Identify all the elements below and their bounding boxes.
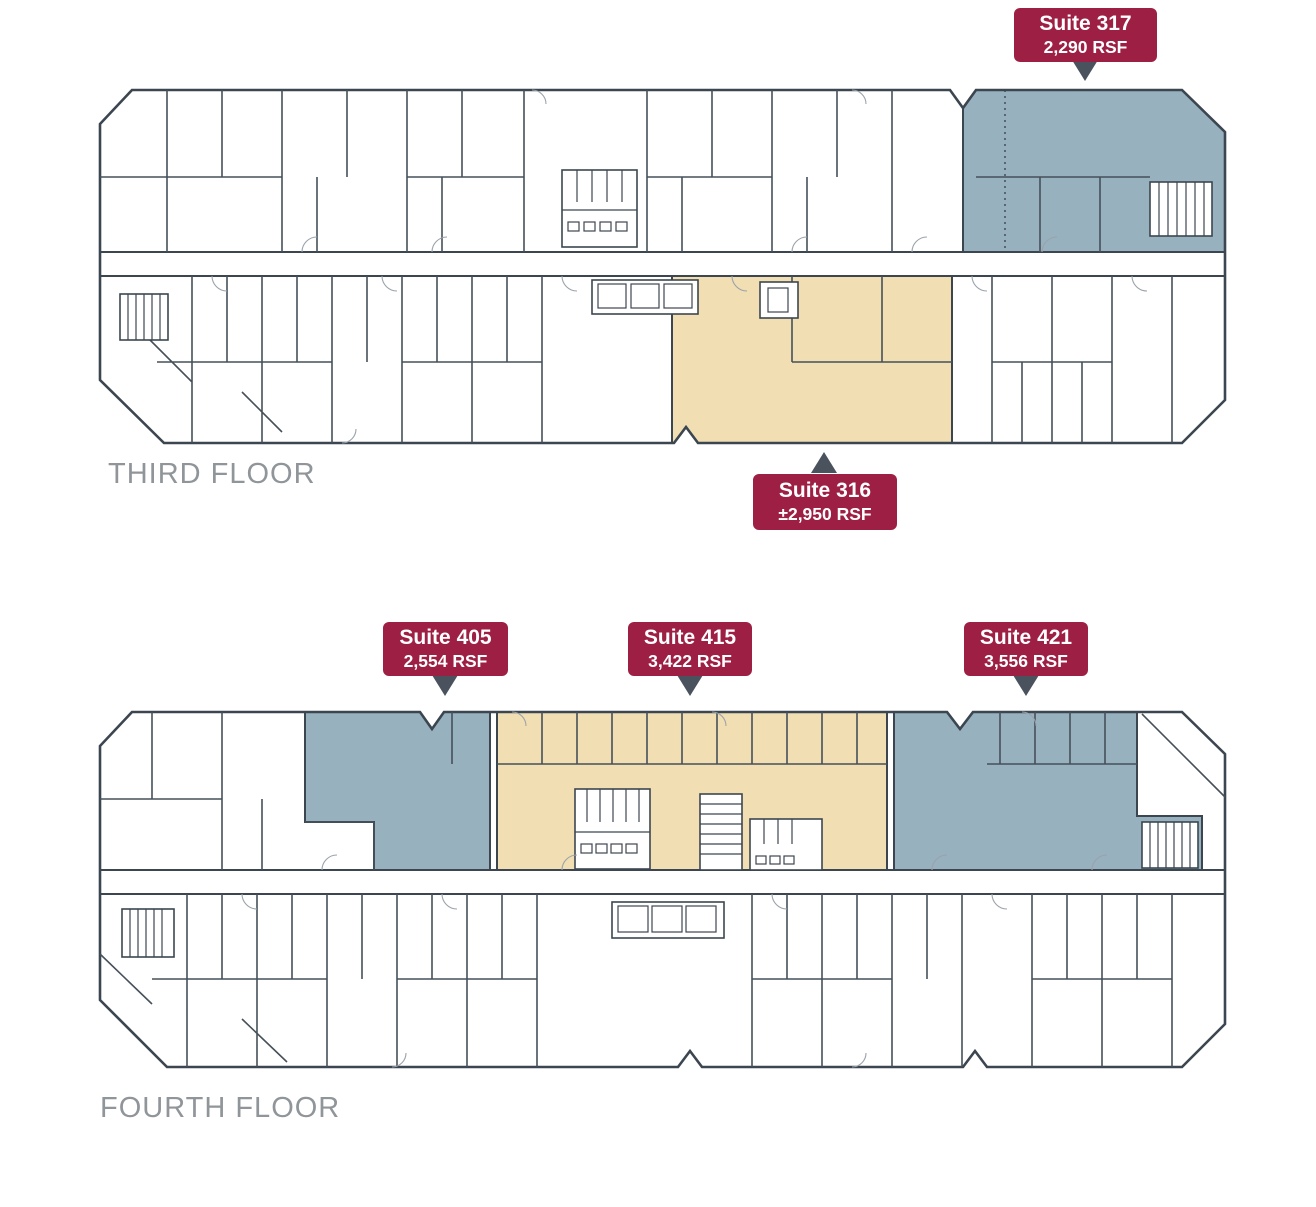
stair-mid	[699, 793, 743, 871]
suite-316-pointer-icon	[811, 452, 837, 473]
elevator-bank	[591, 279, 699, 315]
third-floor-plan	[98, 88, 1227, 445]
suite-421-rsf: 3,556 RSF	[984, 650, 1068, 671]
corridor-walls	[99, 869, 1226, 895]
restroom-block-2	[749, 818, 823, 871]
stair-right	[1149, 181, 1213, 237]
suite-421-pointer-icon	[1013, 675, 1039, 696]
suite-415-pointer-icon	[677, 675, 703, 696]
suite-316-rsf: ±2,950 RSF	[778, 503, 872, 524]
suite-415-area	[496, 711, 888, 871]
suite-421-callout: Suite 421 3,556 RSF	[964, 622, 1088, 676]
suite-316-number: Suite 316	[778, 479, 872, 503]
restroom-block	[561, 169, 638, 248]
suite-405-pointer-icon	[432, 675, 458, 696]
suite-421-number: Suite 421	[979, 626, 1073, 650]
suite-405-number: Suite 405	[399, 626, 492, 650]
suite-316-area	[671, 275, 953, 444]
fourth-floor-label: FOURTH FLOOR	[100, 1092, 341, 1124]
stair-right	[1141, 821, 1199, 869]
suite-405-callout: Suite 405 2,554 RSF	[383, 622, 508, 676]
lower-partitions	[99, 894, 1173, 1067]
door-arcs	[211, 89, 1148, 444]
suite-partitions	[305, 712, 1226, 870]
stair-left	[121, 908, 175, 958]
suite-405-area	[304, 711, 491, 871]
suite-405-rsf: 2,554 RSF	[403, 650, 488, 671]
third-floor-label: THIRD FLOOR	[108, 458, 316, 490]
door-arcs	[241, 711, 1108, 1068]
suite-316-callout: Suite 316 ±2,950 RSF	[753, 474, 897, 530]
suite-415-callout: Suite 415 3,422 RSF	[628, 622, 752, 676]
shaft	[759, 281, 799, 319]
upper-partitions	[100, 90, 893, 252]
stair-left	[119, 293, 169, 341]
suite-317-number: Suite 317	[1039, 12, 1132, 36]
elevator-bank	[611, 901, 725, 939]
suite-415-rsf: 3,422 RSF	[648, 650, 732, 671]
suite-317-rsf: 2,290 RSF	[1043, 36, 1128, 57]
lower-partitions	[131, 276, 1173, 443]
suite-317-pointer-icon	[1072, 60, 1098, 81]
suite-415-number: Suite 415	[643, 626, 737, 650]
suite-317-callout: Suite 317 2,290 RSF	[1014, 8, 1157, 62]
building-outline	[98, 88, 1227, 445]
corridor-walls	[99, 251, 1226, 277]
upper-left-partitions	[100, 712, 263, 870]
suite-317-partitions	[976, 176, 1150, 252]
restroom-block	[574, 788, 651, 870]
fourth-floor-plan	[98, 710, 1227, 1069]
